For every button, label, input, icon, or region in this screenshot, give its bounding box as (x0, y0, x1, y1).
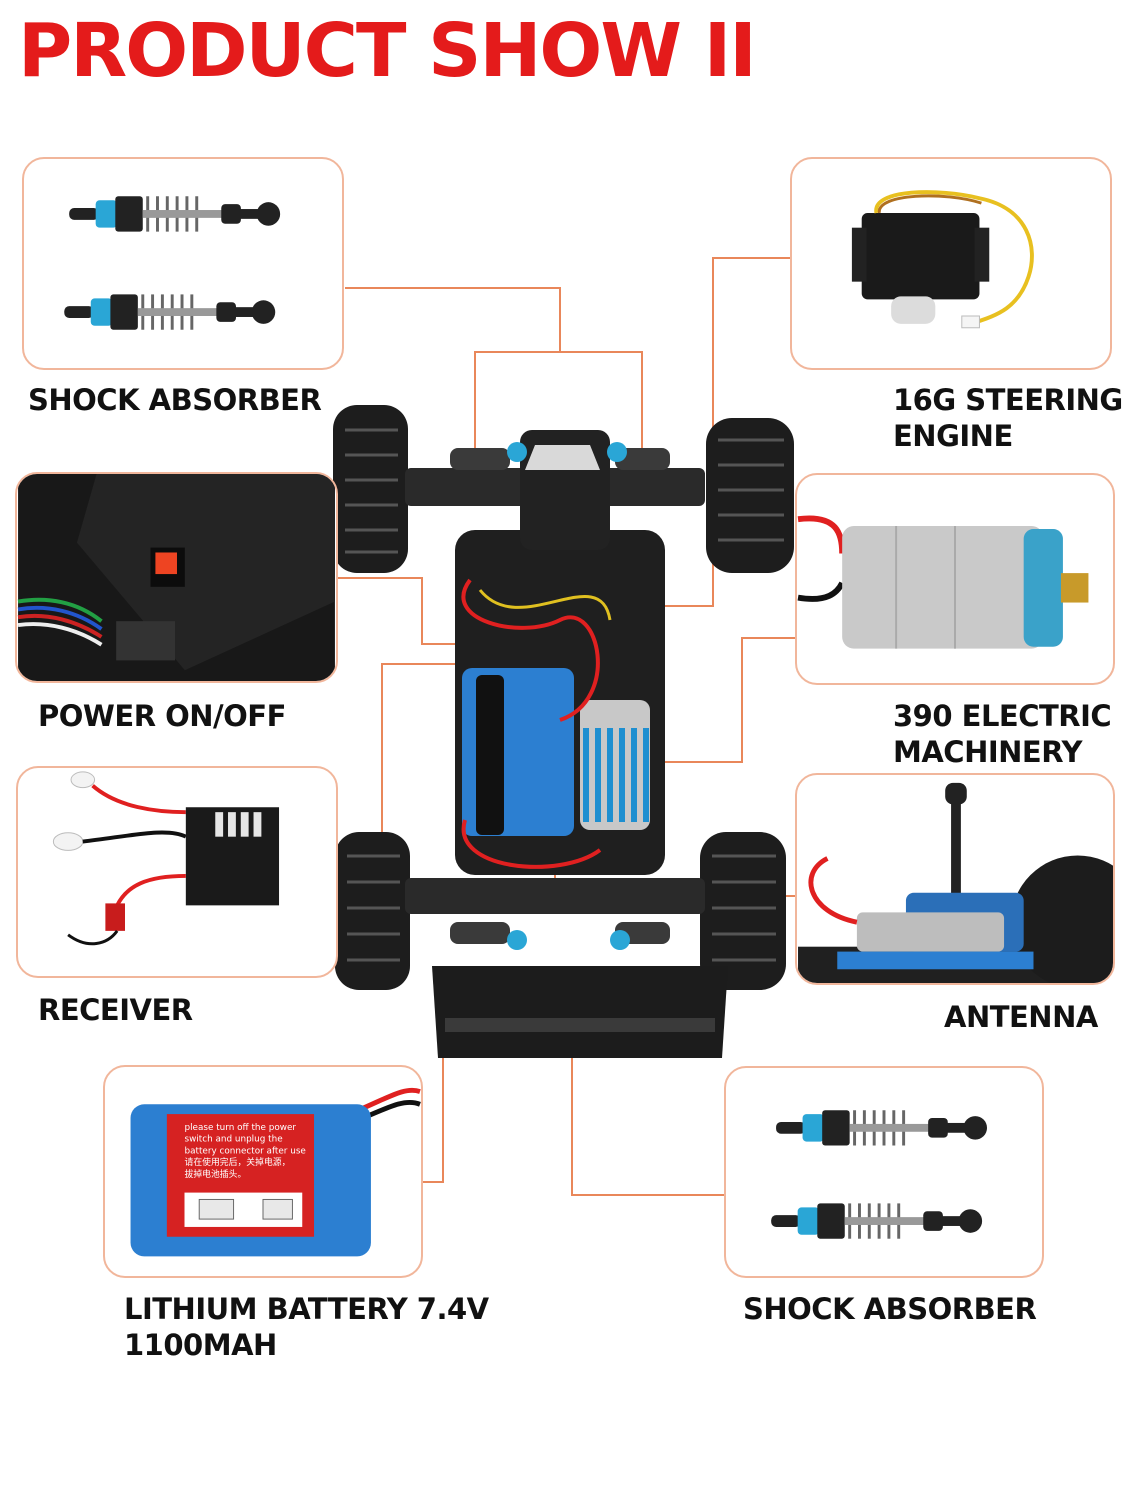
battery-panel: please turn off the power switch and unp… (103, 1065, 423, 1278)
power-switch-icon (17, 474, 335, 681)
front-left-tire (333, 405, 408, 573)
electric-motor-label: 390 ELECTRIC MACHINERY (893, 698, 1112, 771)
battery-icon: please turn off the power switch and unp… (130, 1087, 421, 1257)
rear-left-tire (335, 832, 410, 990)
battery-sticker-line1: please turn off the power (185, 1123, 297, 1133)
shock-absorber-icon (771, 1110, 988, 1239)
steering-engine-label-line2: ENGINE (893, 419, 1013, 454)
battery-sticker-line2: switch and unplug the (185, 1135, 283, 1145)
page-title: PRODUCT SHOW II (18, 8, 757, 94)
shock-absorber-bottom-panel (724, 1066, 1044, 1278)
front-right-tire (706, 418, 794, 573)
power-switch-label: POWER ON/OFF (38, 699, 286, 733)
antenna-panel (795, 773, 1115, 985)
battery-sticker-line3: battery connector after use (185, 1146, 306, 1156)
battery-label: LITHIUM BATTERY 7.4V 1100MAH (124, 1291, 489, 1364)
shock-absorber-bottom-label: SHOCK ABSORBER (743, 1292, 1037, 1326)
power-switch-panel (15, 472, 338, 683)
rear-right-tire (700, 832, 786, 990)
antenna-label: ANTENNA (944, 1000, 1098, 1034)
steering-engine-panel (790, 157, 1112, 370)
antenna-icon (798, 782, 1113, 983)
battery-sticker-line5: 拔掉电池插头。 (185, 1168, 247, 1180)
electric-motor-label-line1: 390 ELECTRIC (893, 699, 1112, 733)
battery-label-line1: LITHIUM BATTERY 7.4V (124, 1292, 489, 1326)
electric-motor-label-line2: MACHINERY (893, 735, 1082, 770)
receiver-label: RECEIVER (38, 993, 193, 1027)
steering-engine-label-line1: 16G STEERING (893, 383, 1123, 417)
shock-absorber-icon (64, 196, 281, 330)
receiver-panel (16, 766, 338, 978)
electric-motor-icon (797, 515, 1089, 649)
shock-absorber-top-label: SHOCK ABSORBER (28, 383, 322, 417)
rear-wing (432, 966, 728, 1058)
electric-motor-panel (795, 473, 1115, 685)
shock-absorber-top-panel (22, 157, 344, 370)
servo-icon (851, 190, 1034, 329)
battery-label-line2: 1100MAH (124, 1328, 277, 1363)
battery-sticker-line4: 请在使用完后，关掉电源， (185, 1156, 291, 1168)
receiver-icon (52, 771, 280, 946)
steering-engine-label: 16G STEERING ENGINE (893, 382, 1123, 455)
